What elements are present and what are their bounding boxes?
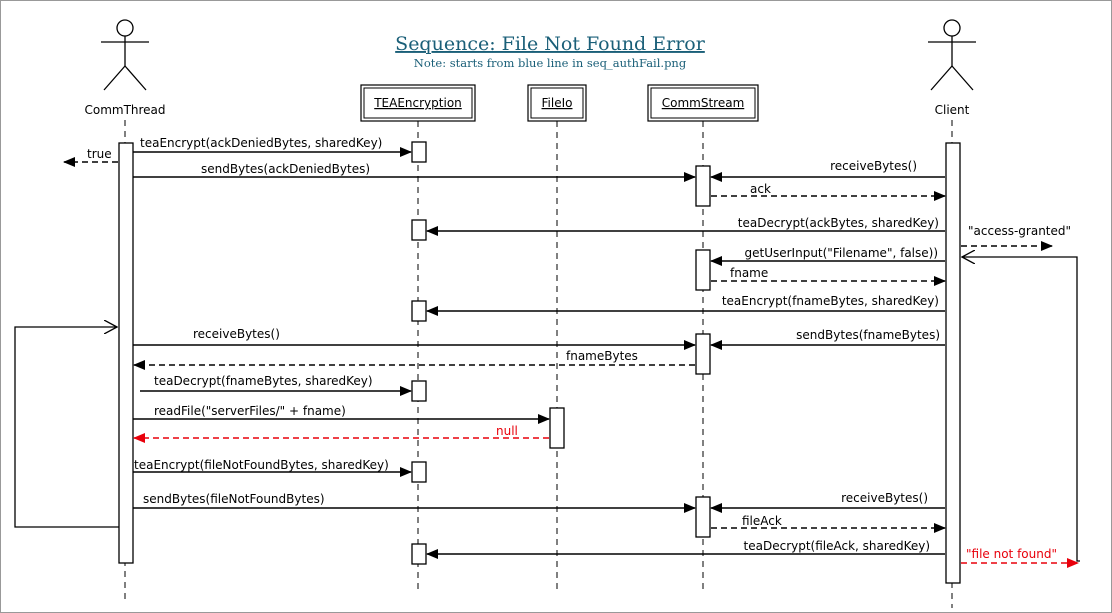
- activation-commstream: [695, 333, 711, 375]
- return-label: true: [87, 147, 112, 161]
- object-fileio-label: FileIo: [542, 96, 573, 110]
- return-label: fnameBytes: [566, 349, 638, 363]
- object-commstream-label: CommStream: [662, 96, 745, 110]
- diagram-note: Note: starts from blue line in seq_authF…: [414, 56, 687, 70]
- return-label: ack: [750, 182, 771, 196]
- message-label: teaEncrypt(fnameBytes, sharedKey): [722, 294, 939, 308]
- message-label: sendBytes(ackDeniedBytes): [201, 162, 370, 176]
- message-label: receiveBytes(): [841, 491, 928, 505]
- actor-head-icon: [943, 19, 961, 37]
- return-label: "access-granted": [968, 224, 1071, 238]
- loop-client: [962, 257, 1080, 562]
- activation-teaencryption: [411, 380, 427, 402]
- message-label: teaDecrypt(fnameBytes, sharedKey): [154, 374, 373, 388]
- message-label: receiveBytes(): [193, 327, 280, 341]
- activation-commstream: [695, 165, 711, 207]
- loop-commthread: [14, 327, 119, 528]
- message-label: teaDecrypt(ackBytes, sharedKey): [738, 216, 939, 230]
- activation-teaencryption: [411, 300, 427, 322]
- return-label-error: null: [496, 424, 518, 438]
- actor-client: [928, 19, 976, 91]
- object-commstream: CommStream: [647, 84, 759, 122]
- message-label: teaEncrypt(ackDeniedBytes, sharedKey): [140, 136, 382, 150]
- actor-commthread: [101, 19, 149, 91]
- activation-client: [945, 142, 961, 584]
- return-label-error: "file not found": [966, 547, 1057, 561]
- object-teaencryption: TEAEncryption: [360, 84, 476, 122]
- activation-teaencryption: [411, 543, 427, 565]
- activation-teaencryption: [411, 141, 427, 163]
- activation-teaencryption: [411, 219, 427, 241]
- return-label: fname: [730, 266, 768, 280]
- message-label: receiveBytes(): [830, 159, 917, 173]
- actor-head-icon: [116, 19, 134, 37]
- message-label: teaEncrypt(fileNotFoundBytes, sharedKey): [134, 458, 389, 472]
- object-teaencryption-label: TEAEncryption: [373, 96, 462, 110]
- message-label: sendBytes(fnameBytes): [796, 328, 940, 342]
- message-label: sendBytes(fileNotFoundBytes): [143, 492, 325, 506]
- object-fileio: FileIo: [527, 84, 587, 122]
- message-label: getUserInput("Filename", false)): [745, 246, 939, 260]
- message-label: teaDecrypt(fileAck, sharedKey): [744, 539, 930, 553]
- diagram-title: Sequence: File Not Found Error: [395, 33, 706, 55]
- actor-client-label: Client: [935, 103, 970, 117]
- activation-fileio: [549, 407, 565, 449]
- actor-commthread-label: CommThread: [84, 103, 165, 117]
- activation-commthread: [118, 142, 134, 564]
- activation-commstream: [695, 249, 711, 291]
- message-label: readFile("serverFiles/" + fname): [154, 404, 346, 418]
- activation-commstream: [695, 496, 711, 538]
- activation-teaencryption: [411, 461, 427, 483]
- return-label: fileAck: [742, 514, 782, 528]
